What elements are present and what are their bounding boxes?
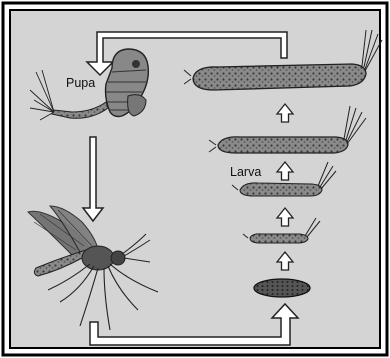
larva-label: Larva — [230, 165, 261, 179]
egg-raft — [254, 279, 310, 297]
pupa-label: Pupa — [66, 76, 95, 90]
